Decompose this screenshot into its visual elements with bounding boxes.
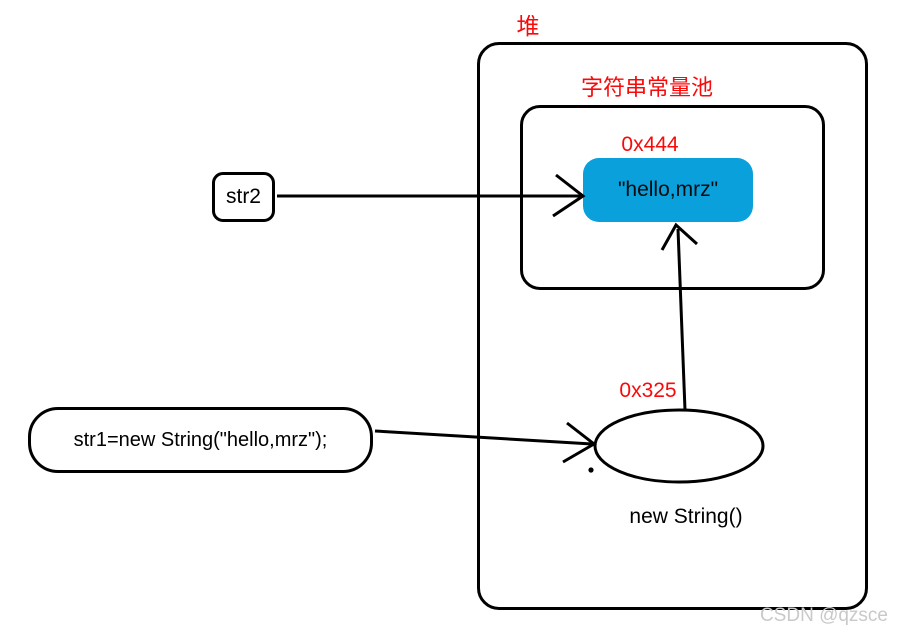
- string-literal-value: "hello,mrz": [617, 178, 719, 201]
- string-literal-box: "hello,mrz": [583, 158, 753, 222]
- csdn-watermark: CSDN @qzsce: [759, 605, 888, 626]
- str1-reference-box: str1=new String("hello,mrz");: [28, 407, 373, 473]
- heap-label: 堆: [516, 13, 540, 39]
- str2-reference-box: str2: [212, 172, 275, 222]
- string-constant-pool-box: [520, 105, 825, 290]
- new-object-address: 0x325: [619, 379, 677, 402]
- string-object-address: 0x444: [621, 133, 679, 156]
- heap-box: [477, 42, 868, 610]
- string-constant-pool-label: 字符串常量池: [580, 75, 713, 100]
- new-string-label: new String(): [629, 505, 743, 528]
- str2-label: str2: [225, 185, 261, 208]
- str1-label: str1=new String("hello,mrz");: [73, 428, 328, 451]
